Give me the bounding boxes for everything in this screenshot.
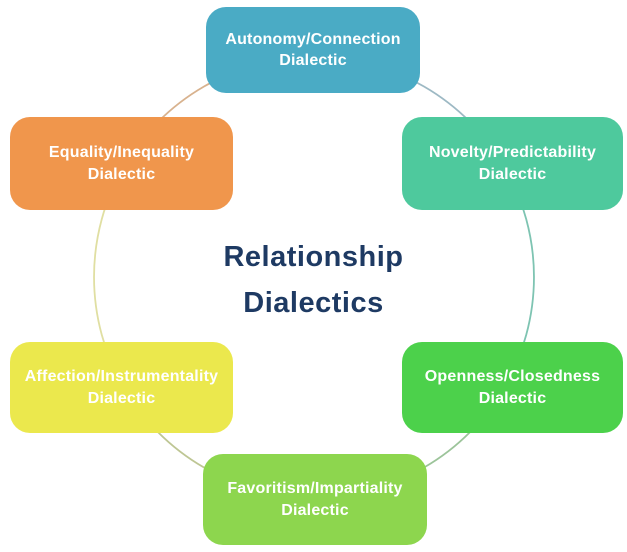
node-label-line2: Dialectic [478, 389, 547, 407]
node-label-line2: Dialectic [279, 52, 347, 69]
diagram-title-line1: Relationship [223, 241, 404, 273]
node-label-line2: Dialectic [87, 389, 156, 407]
node-favoritism-impartiality: Favoritism/Impartiality Dialectic [203, 454, 427, 545]
node-label-line1: Openness/Closedness [424, 368, 601, 386]
node-label-line2: Dialectic [87, 165, 156, 183]
node-affection-instrumentality: Affection/Instrumentality Dialectic [10, 342, 233, 433]
node-openness-closedness: Openness/Closedness Dialectic [402, 342, 623, 433]
diagram-title: Relationship Dialectics [0, 234, 627, 326]
node-novelty-predictability: Novelty/Predictability Dialectic [402, 117, 623, 210]
node-label-line1: Novelty/Predictability [428, 144, 597, 162]
node-label-line2: Dialectic [281, 501, 349, 519]
node-label-line1: Favoritism/Impartiality [227, 480, 403, 498]
node-label-line2: Dialectic [478, 165, 547, 183]
node-label-line1: Equality/Inequality [48, 144, 195, 162]
diagram-title-line2: Dialectics [243, 287, 384, 319]
node-autonomy-connection: Autonomy/Connection Dialectic [206, 7, 420, 93]
node-equality-inequality: Equality/Inequality Dialectic [10, 117, 233, 210]
node-label-line1: Affection/Instrumentality [24, 368, 219, 386]
node-label-line1: Autonomy/Connection [225, 30, 401, 48]
